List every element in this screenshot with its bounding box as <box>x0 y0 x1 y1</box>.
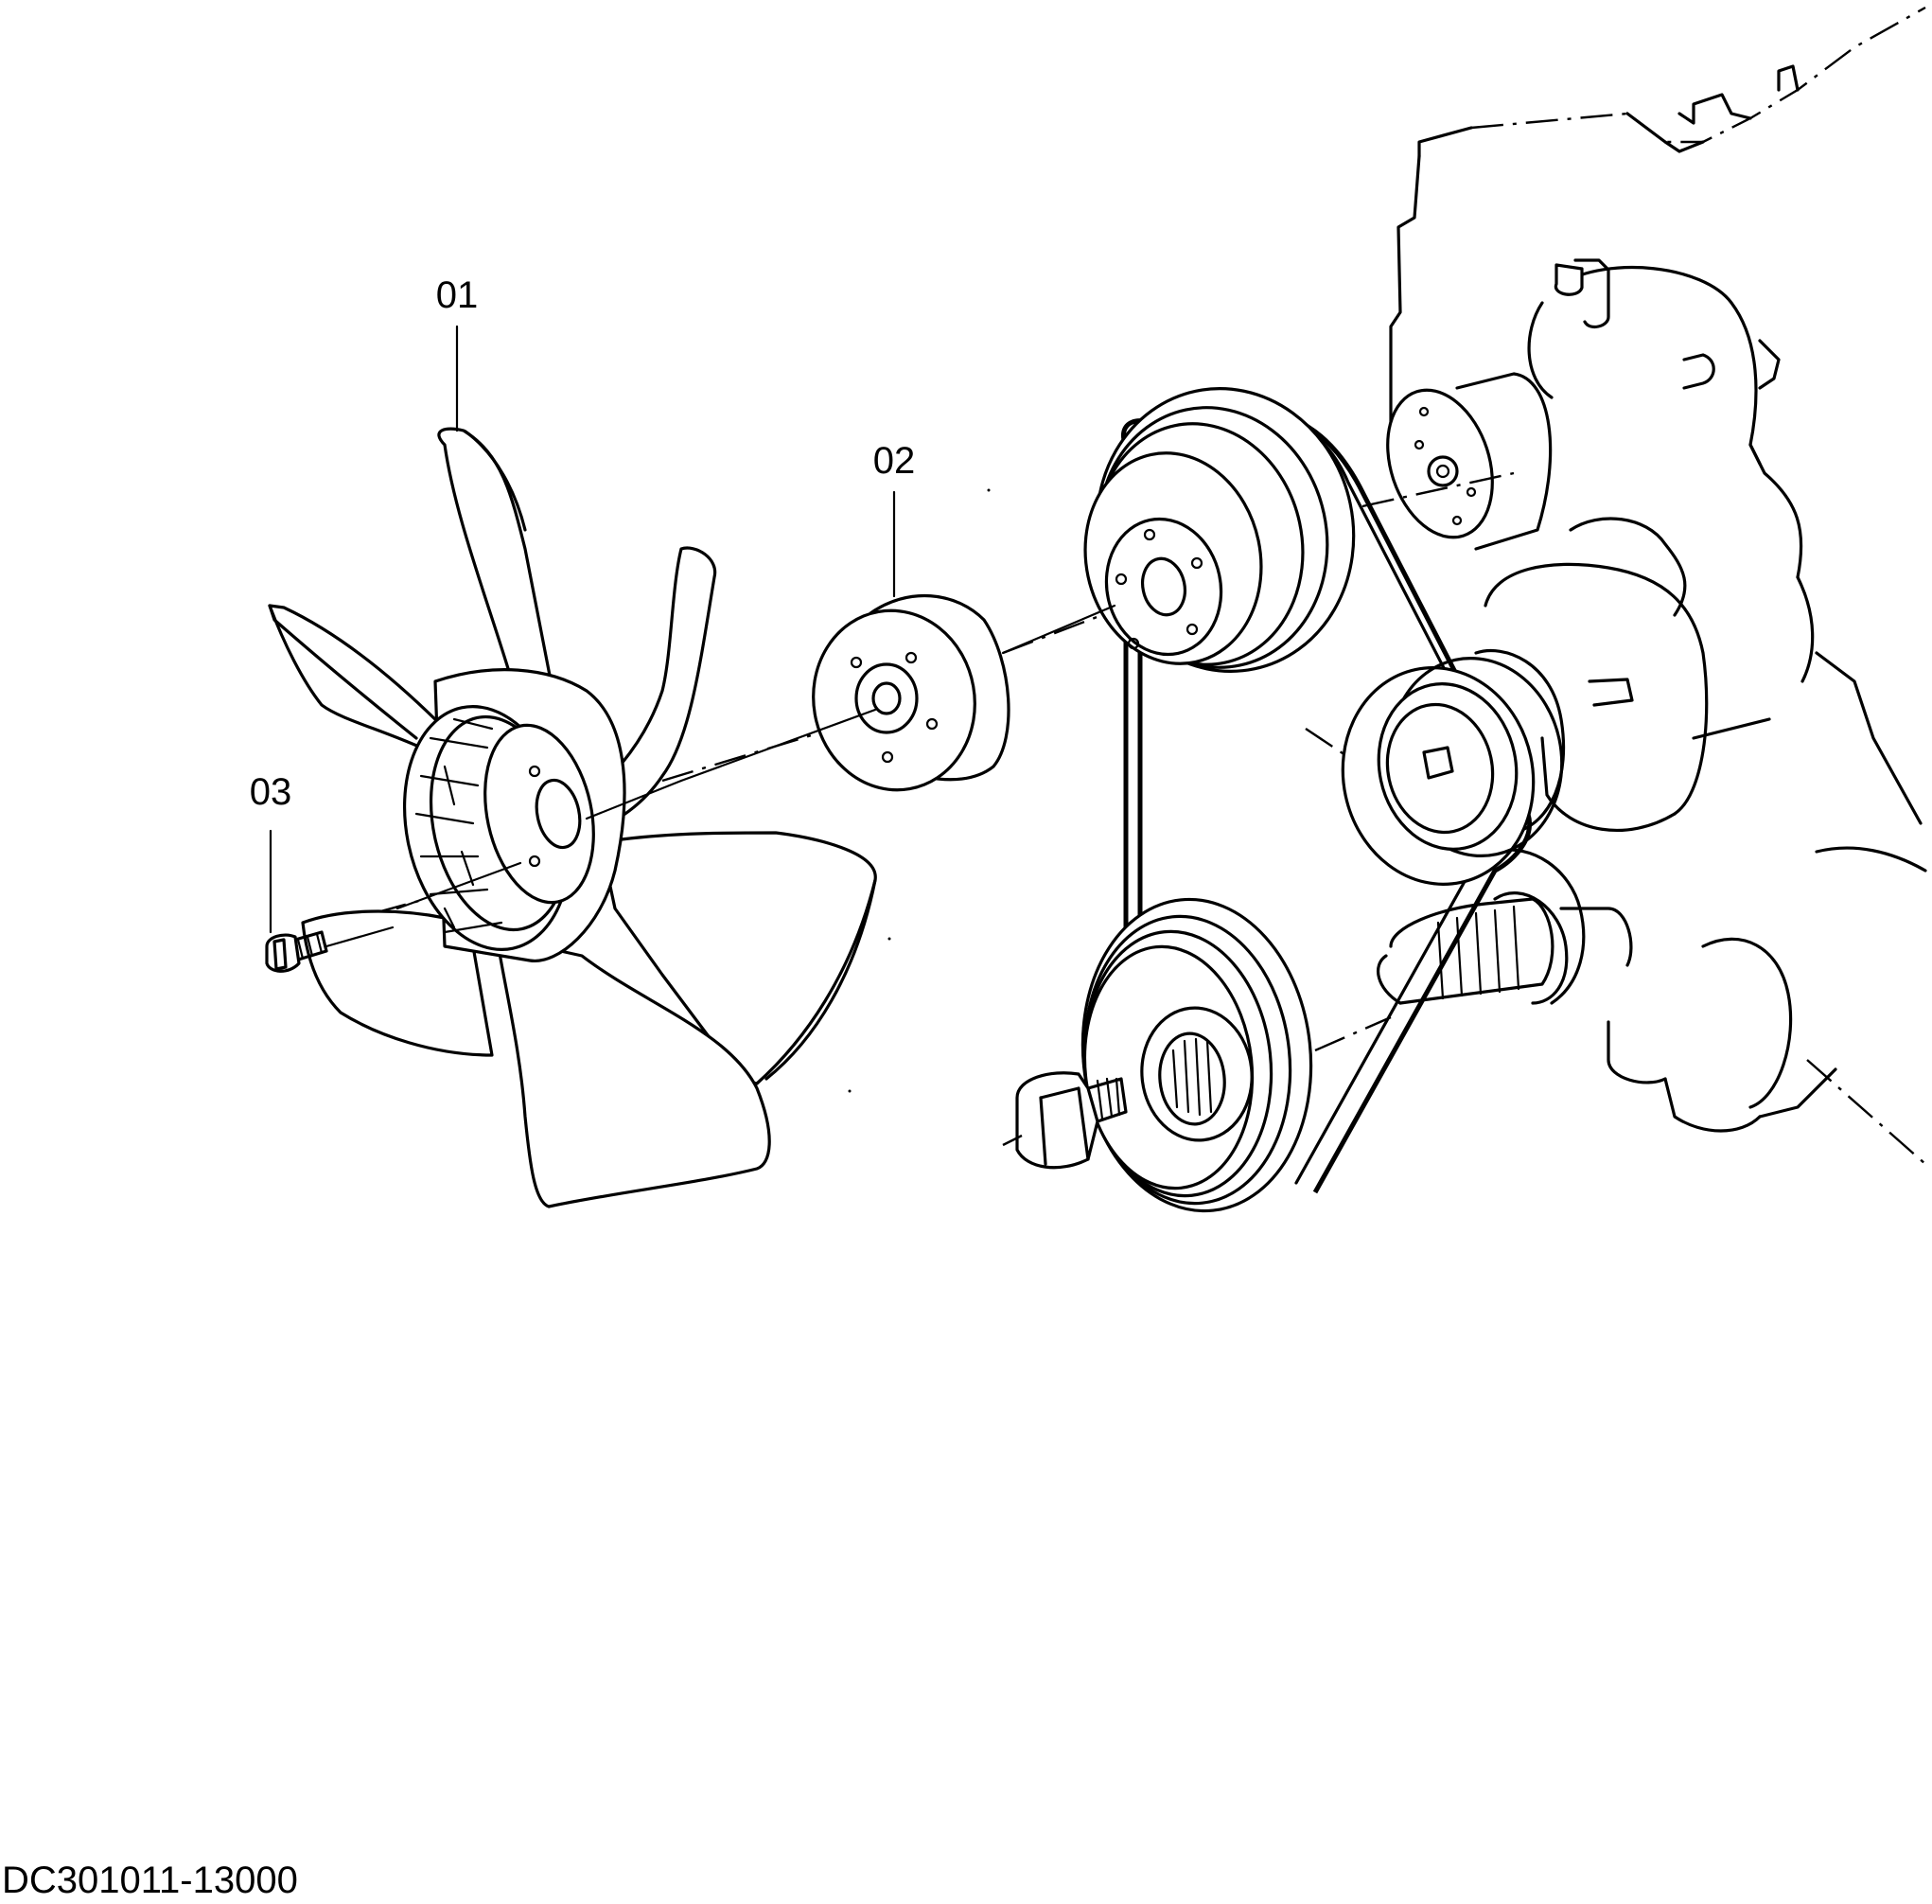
alternator-pulley <box>1341 657 1564 886</box>
crankshaft-pulley <box>1002 897 1313 1213</box>
leader-lines <box>269 325 896 934</box>
diagram-code: DC301011-13000 <box>2 1860 298 1901</box>
stray-dot <box>848 1089 852 1093</box>
fan-drive-pulley <box>1083 387 1356 673</box>
stray-dot <box>987 488 991 492</box>
callout-02: 02 <box>873 440 916 482</box>
callout-01: 01 <box>436 274 479 316</box>
engine-block-outline <box>1305 6 1927 1165</box>
stray-dot <box>887 937 891 941</box>
part-02-spacer <box>679 594 1116 792</box>
part-03-bolt <box>265 926 395 973</box>
part-01-cooling-fan <box>268 427 877 1208</box>
callout-03: 03 <box>250 771 292 813</box>
